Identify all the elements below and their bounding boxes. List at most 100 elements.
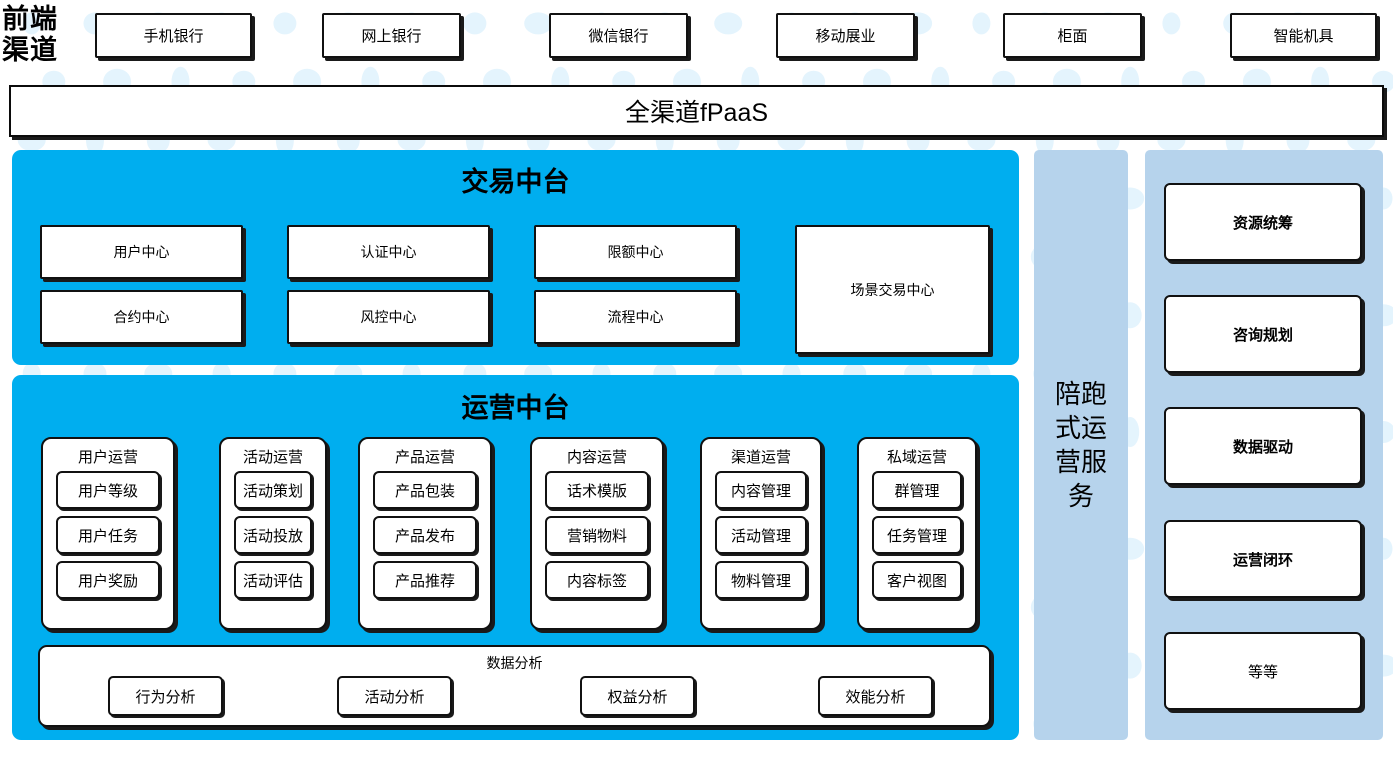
ops-group-item-label: 产品发布: [394, 527, 455, 545]
ops-group-item-label: 内容标签: [566, 572, 627, 590]
data-analysis-card: 数据分析 行为分析 活动分析 权益分析 效能分析: [38, 645, 991, 727]
ops-group-item-label: 活动策划: [242, 482, 303, 500]
ops-group-title: 用户运营: [77, 449, 138, 466]
trade-center-title-text: 交易中台: [461, 167, 570, 197]
ops-group-item[interactable]: 产品发布: [373, 516, 477, 554]
ops-group-title: 内容运营: [566, 449, 627, 466]
ops-group-item[interactable]: 话术模版: [545, 471, 649, 509]
data-analysis-title-text: 数据分析: [486, 655, 543, 671]
channel-box-label: 微信银行: [588, 28, 649, 45]
data-analysis-item-label: 效能分析: [845, 688, 906, 706]
trade-center-item-label: 限额中心: [607, 244, 664, 260]
ops-group-item-label: 用户等级: [77, 482, 138, 500]
ops-group-item[interactable]: 内容管理: [715, 471, 807, 509]
ops-center-title: 运营中台: [12, 386, 1019, 425]
data-analysis-item-label: 权益分析: [607, 688, 668, 706]
channel-box-2[interactable]: 网上银行: [322, 13, 461, 58]
channel-box-5[interactable]: 柜面: [1003, 13, 1142, 58]
ops-group-item[interactable]: 用户等级: [56, 471, 160, 509]
channel-box-6[interactable]: 智能机具: [1230, 13, 1377, 58]
ops-group-item-label: 用户任务: [77, 527, 138, 545]
data-analysis-title: 数据分析: [40, 653, 989, 673]
ops-group-title: 渠道运营: [730, 449, 791, 466]
ops-group-item-label: 活动评估: [242, 572, 303, 590]
ops-group-item-label: 内容管理: [730, 482, 791, 500]
trade-center-scenario-box[interactable]: 场景交易中心: [795, 225, 990, 354]
ops-group-item[interactable]: 用户奖励: [56, 561, 160, 599]
channel-box-label: 网上银行: [361, 28, 422, 45]
trade-center-item-label: 流程中心: [607, 309, 664, 325]
ops-group-item-label: 客户视图: [886, 572, 947, 590]
channel-box-label: 手机银行: [143, 28, 204, 45]
service-column-label: 陪跑式运营服务: [1034, 150, 1128, 740]
ops-group-item-label: 话术模版: [566, 482, 627, 500]
capability-box-label: 咨询规划: [1232, 326, 1293, 344]
ops-group-item-label: 任务管理: [886, 527, 947, 545]
capability-box-label: 资源统筹: [1232, 214, 1293, 232]
capability-box-3[interactable]: 数据驱动: [1164, 407, 1362, 485]
trade-center-item-label: 用户中心: [113, 244, 170, 260]
ops-group-item[interactable]: 任务管理: [872, 516, 962, 554]
frontend-channel-label-line1: 前端: [2, 4, 58, 34]
trade-center-item-4[interactable]: 合约中心: [40, 290, 243, 344]
channel-box-1[interactable]: 手机银行: [95, 13, 252, 58]
data-analysis-item-3[interactable]: 权益分析: [580, 676, 695, 716]
ops-group-item[interactable]: 活动投放: [234, 516, 312, 554]
ops-group-item[interactable]: 营销物料: [545, 516, 649, 554]
capability-box-label: 运营闭环: [1232, 551, 1293, 569]
ops-group-item-label: 物料管理: [730, 572, 791, 590]
ops-group-3: 产品运营产品包装产品发布产品推荐: [358, 437, 492, 630]
ops-group-title: 私域运营: [886, 449, 947, 466]
frontend-channel-label: 前端 渠道: [2, 2, 86, 68]
trade-center-item-3[interactable]: 限额中心: [534, 225, 737, 279]
channel-box-label: 柜面: [1057, 28, 1088, 45]
data-analysis-item-label: 活动分析: [364, 688, 425, 706]
ops-group-6: 私域运营群管理任务管理客户视图: [857, 437, 977, 630]
ops-group-item-label: 群管理: [894, 482, 940, 500]
data-analysis-item-1[interactable]: 行为分析: [108, 676, 223, 716]
ops-group-item[interactable]: 活动管理: [715, 516, 807, 554]
ops-group-item[interactable]: 活动评估: [234, 561, 312, 599]
data-analysis-item-4[interactable]: 效能分析: [818, 676, 933, 716]
data-analysis-item-2[interactable]: 活动分析: [337, 676, 452, 716]
capability-box-5[interactable]: 等等: [1164, 632, 1362, 710]
trade-center-item-2[interactable]: 认证中心: [287, 225, 490, 279]
ops-group-5: 渠道运营内容管理活动管理物料管理: [700, 437, 822, 630]
trade-center-title: 交易中台: [12, 160, 1019, 199]
ops-group-item[interactable]: 物料管理: [715, 561, 807, 599]
ops-group-item-label: 营销物料: [566, 527, 627, 545]
fpaas-band: 全渠道fPaaS: [9, 85, 1384, 137]
ops-group-title: 产品运营: [394, 449, 455, 466]
capability-box-label: 数据驱动: [1232, 438, 1293, 456]
capability-box-2[interactable]: 咨询规划: [1164, 295, 1362, 373]
capability-box-1[interactable]: 资源统筹: [1164, 183, 1362, 261]
ops-group-1: 用户运营用户等级用户任务用户奖励: [41, 437, 175, 630]
capability-box-4[interactable]: 运营闭环: [1164, 520, 1362, 598]
channel-box-label: 智能机具: [1273, 28, 1334, 45]
channel-box-4[interactable]: 移动展业: [776, 13, 915, 58]
fpaas-label: 全渠道fPaaS: [624, 99, 769, 127]
ops-group-item[interactable]: 活动策划: [234, 471, 312, 509]
ops-group-4: 内容运营话术模版营销物料内容标签: [530, 437, 664, 630]
trade-center-item-5[interactable]: 风控中心: [287, 290, 490, 344]
channel-box-3[interactable]: 微信银行: [549, 13, 688, 58]
ops-group-item[interactable]: 内容标签: [545, 561, 649, 599]
service-column-label-text: 陪跑式运营服务: [1054, 379, 1107, 511]
trade-center-scenario-label: 场景交易中心: [850, 281, 935, 298]
ops-group-item-label: 产品推荐: [394, 572, 455, 590]
ops-center-title-text: 运营中台: [461, 393, 570, 423]
ops-group-item[interactable]: 产品推荐: [373, 561, 477, 599]
data-analysis-item-label: 行为分析: [135, 688, 196, 706]
ops-group-item[interactable]: 群管理: [872, 471, 962, 509]
channel-box-label: 移动展业: [815, 28, 876, 45]
ops-group-item-label: 产品包装: [394, 482, 455, 500]
ops-group-item[interactable]: 客户视图: [872, 561, 962, 599]
capability-box-label: 等等: [1247, 663, 1278, 681]
trade-center-item-1[interactable]: 用户中心: [40, 225, 243, 279]
trade-center-item-label: 风控中心: [360, 309, 417, 325]
ops-group-item[interactable]: 产品包装: [373, 471, 477, 509]
trade-center-item-6[interactable]: 流程中心: [534, 290, 737, 344]
ops-group-item-label: 活动投放: [242, 527, 303, 545]
ops-group-item[interactable]: 用户任务: [56, 516, 160, 554]
